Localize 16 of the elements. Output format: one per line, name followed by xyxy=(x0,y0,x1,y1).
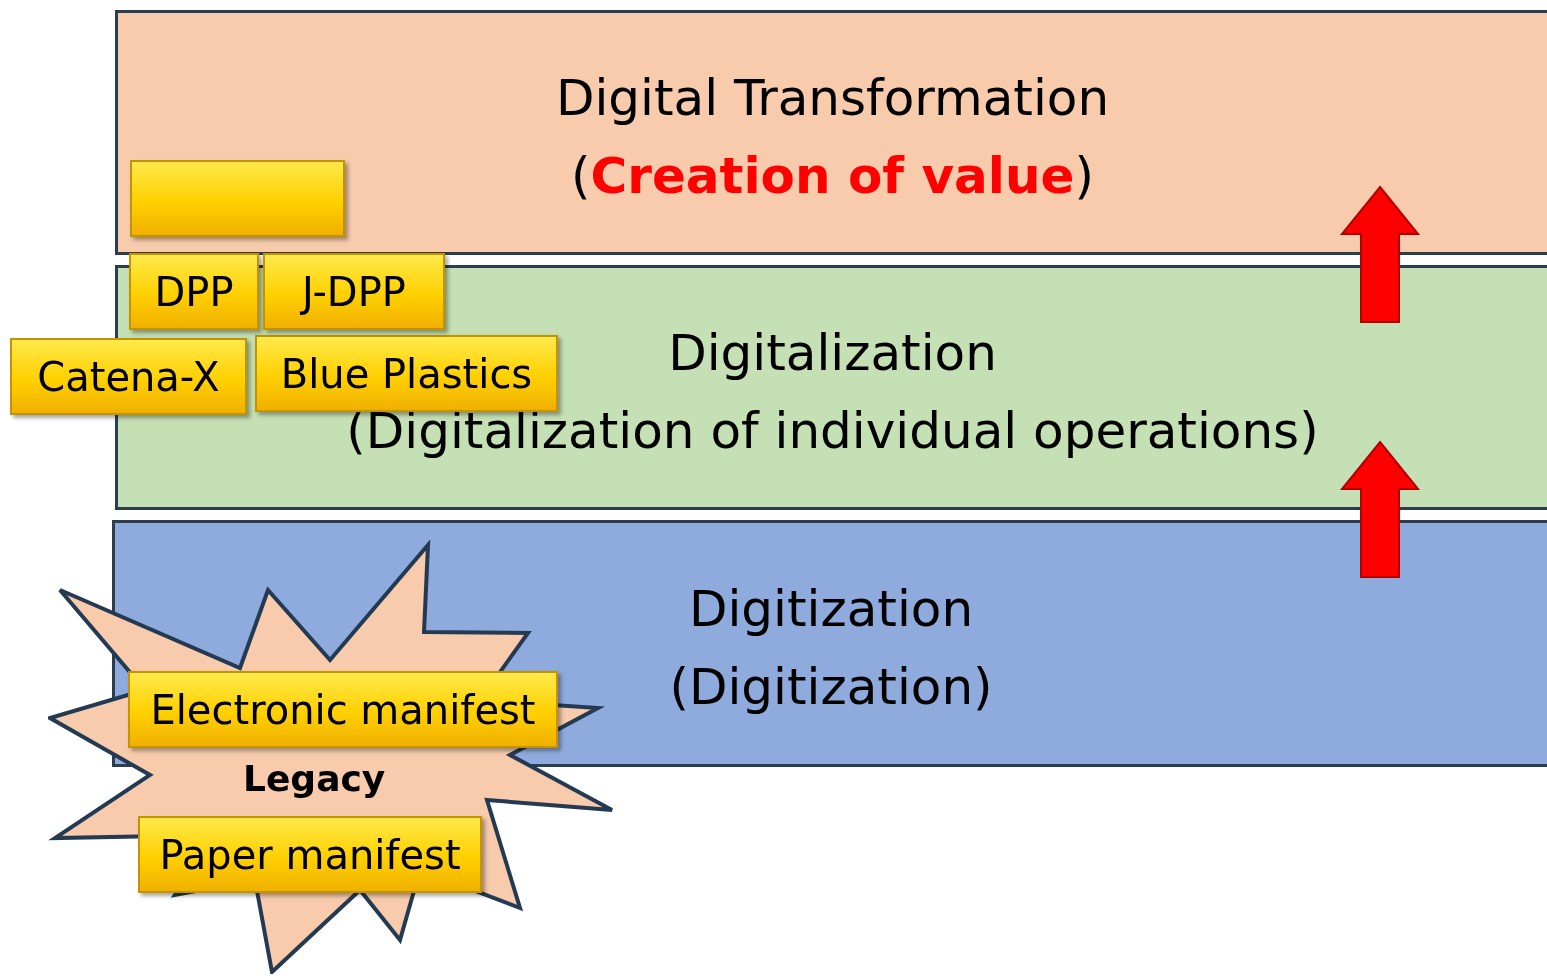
tag-box xyxy=(130,160,345,237)
layer-subtitle: (Digitization) xyxy=(669,656,993,718)
arrow xyxy=(1339,440,1421,578)
layer-band xyxy=(115,10,1547,255)
tag-label: Paper manifest xyxy=(138,816,482,893)
arrow xyxy=(1339,185,1421,323)
tag-label: J-DPP xyxy=(263,253,445,330)
layer-subtitle: (Creation of value) xyxy=(571,145,1094,207)
tag-label: Electronic manifest xyxy=(128,671,558,748)
tag-label: DPP xyxy=(129,253,259,330)
starburst-label: Legacy xyxy=(243,758,386,799)
layer-title: Digitalization xyxy=(668,322,997,384)
layer-title: Digital Transformation xyxy=(555,67,1110,129)
layer-title: Digitization xyxy=(688,578,974,640)
tag-label: Blue Plastics xyxy=(255,335,558,412)
tag-label: Catena-X xyxy=(10,338,247,415)
